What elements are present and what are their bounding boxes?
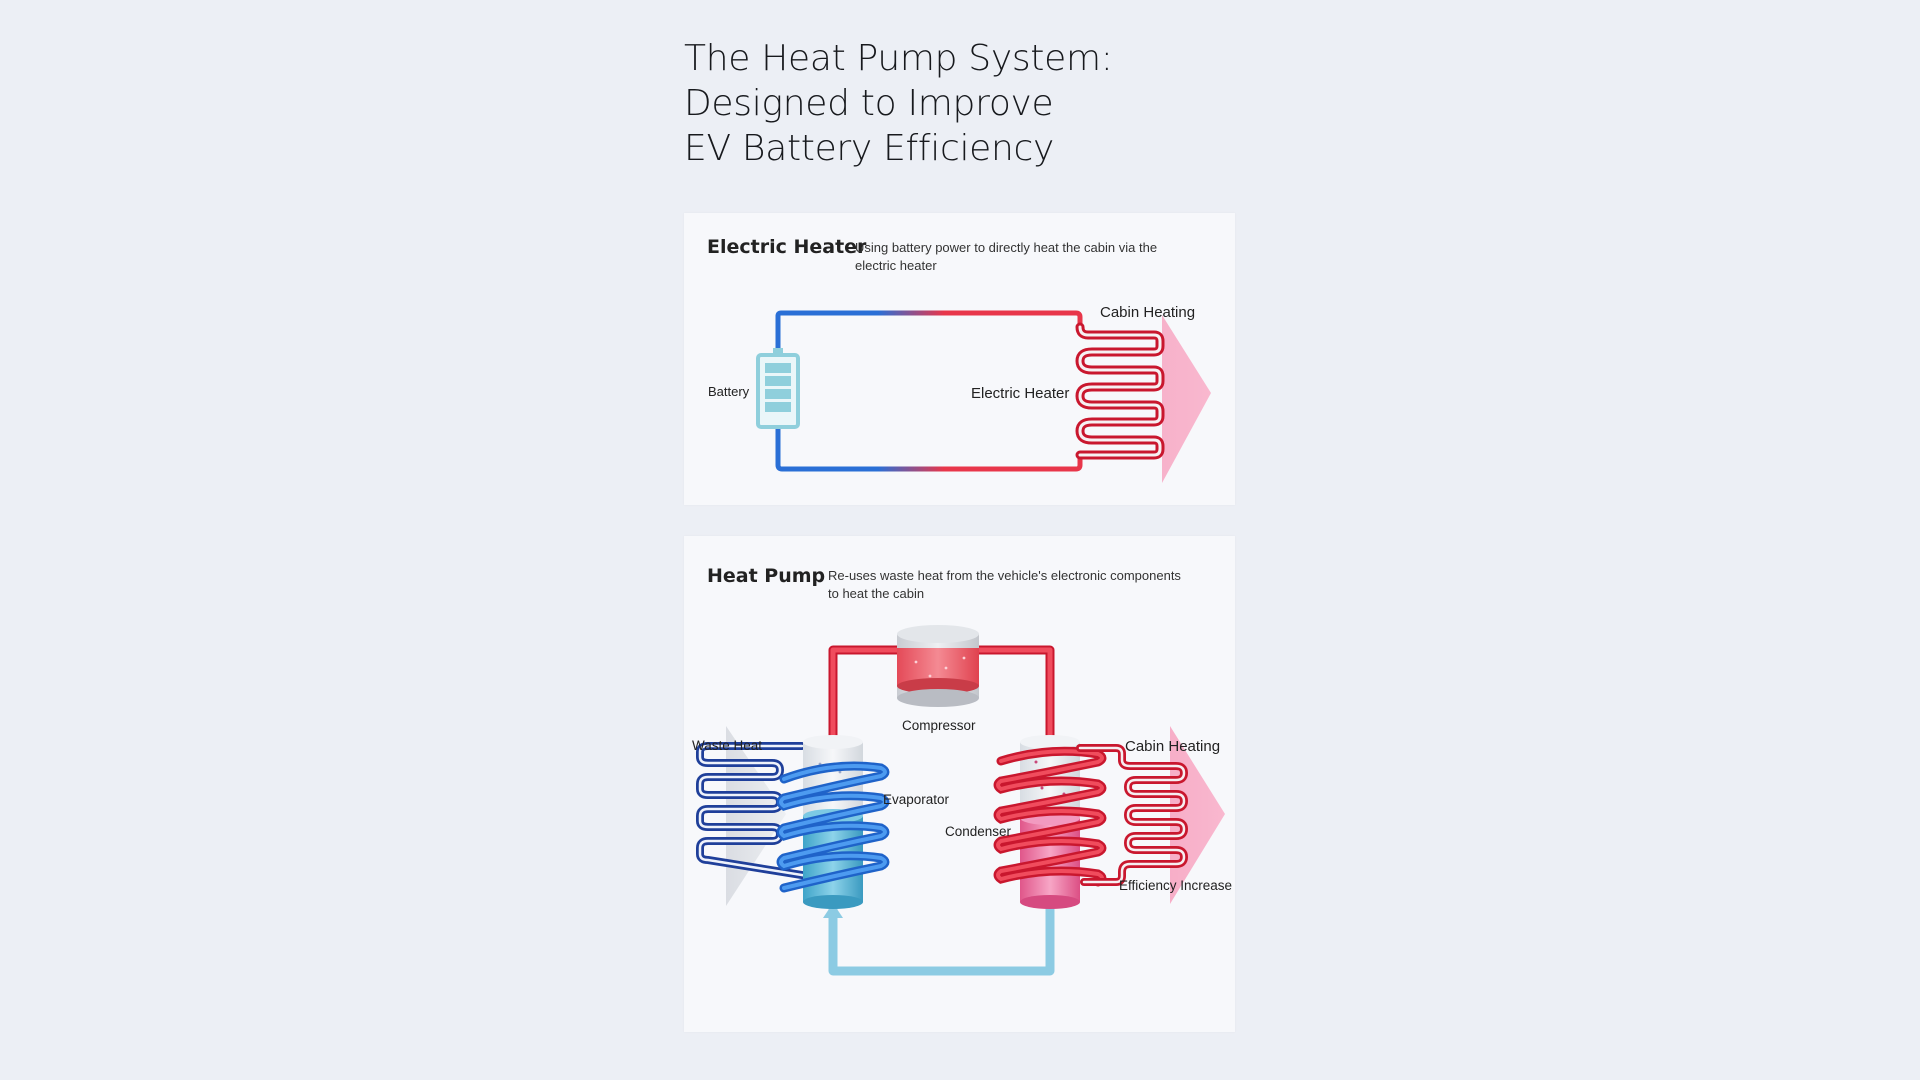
battery-label: Battery: [708, 384, 750, 399]
condenser-tank: [1020, 735, 1080, 909]
electric-heater-diagram: Electric Heater Using battery power to d…: [707, 236, 1211, 483]
condenser-label: Condenser: [945, 824, 1012, 839]
efficiency-increase-label: Efficiency Increase: [1119, 878, 1232, 893]
return-pipe: [775, 420, 1083, 472]
electric-heater-label: Electric Heater: [971, 385, 1069, 402]
page-title: The Heat Pump System: Designed to Improv…: [684, 36, 1113, 171]
heat-pump-desc-line-2: to heat the cabin: [828, 586, 924, 601]
heat-pump-diagram: Heat Pump Re-uses waste heat from the ve…: [692, 565, 1232, 976]
condenser-coil: [993, 746, 1107, 887]
electric-heater-desc-line-1: Using battery power to directly heat the…: [855, 240, 1157, 255]
cabin-heating-label: Cabin Heating: [1125, 738, 1220, 755]
supply-pipe: [775, 310, 1083, 356]
electric-heater-heading: Electric Heater: [707, 236, 867, 258]
electric-heater-desc-line-2: electric heater: [855, 258, 937, 273]
cool-return-pipe: [828, 906, 1055, 976]
electric-heater-panel: Electric Heater Using battery power to d…: [684, 213, 1235, 505]
compressor-label: Compressor: [902, 718, 976, 733]
heat-pump-panel: Heat Pump Re-uses waste heat from the ve…: [684, 536, 1235, 1032]
evaporator-label: Evaporator: [883, 792, 950, 807]
page-title-line-2: Designed to Improve: [684, 83, 1054, 124]
cabin-heating-label: Cabin Heating: [1100, 304, 1195, 321]
flow-arrow-up: [823, 903, 843, 918]
cabin-heating-arrow: [1162, 315, 1211, 483]
cabin-heating-coil: [1076, 744, 1188, 886]
waste-heat-arrow: [726, 726, 786, 906]
battery-icon: [756, 348, 800, 429]
waste-heat-label: Waste Heat: [692, 738, 762, 753]
heat-pump-heading: Heat Pump: [707, 565, 825, 587]
heat-pump-desc-line-1: Re-uses waste heat from the vehicle's el…: [828, 568, 1181, 583]
page-title-line-3: EV Battery Efficiency: [684, 128, 1055, 169]
page-title-line-1: The Heat Pump System:: [684, 38, 1113, 79]
evaporator-coil: [776, 761, 890, 893]
compressor-tank: [897, 625, 979, 707]
